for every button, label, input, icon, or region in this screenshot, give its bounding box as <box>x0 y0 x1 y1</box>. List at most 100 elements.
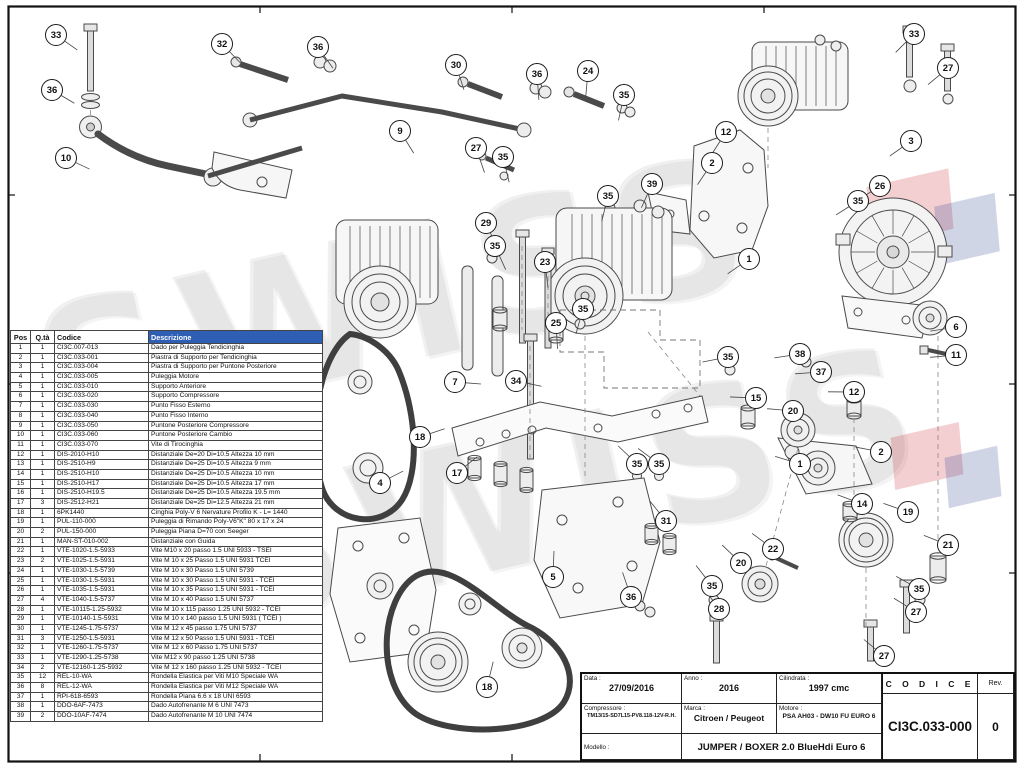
qty-cell: 1 <box>30 381 55 393</box>
pos-cell: 4 <box>10 372 31 383</box>
description-cell: Punto Fisso Interno <box>148 410 323 422</box>
pos-cell: 15 <box>10 478 31 490</box>
pos-cell: 13 <box>10 459 31 470</box>
right-bottom-cluster <box>634 500 947 664</box>
qty-cell: 2 <box>30 527 55 538</box>
parts-table-header-row: Pos Q.tà Codice Descrizione <box>10 330 323 344</box>
pos-cell: 27 <box>10 594 31 606</box>
code-cell: MAN-ST-010-002 <box>54 536 149 548</box>
code-cell: REL-12-WA <box>54 682 149 693</box>
displacement-label: Cilindrata : <box>779 675 810 682</box>
qty-cell: 1 <box>30 449 55 461</box>
description-cell: Vite M 12 x 45 passo 1.75 UNI 5737 <box>148 623 323 635</box>
description-cell: Distanziale con Guida <box>148 536 323 548</box>
pos-cell: 31 <box>10 633 31 645</box>
date-label: Data : <box>584 675 601 682</box>
top-left-linkage <box>79 23 293 199</box>
description-cell: Distanziale De=25 Di=10.5 Altezza 10 mm <box>148 468 323 480</box>
titleblock-date-cell: Data : 27/09/2016 <box>582 674 682 704</box>
pos-cell: 11 <box>10 439 31 451</box>
compressor-value: TM13/15-SD7L15-PV8.118-12V-R.H. <box>587 713 676 719</box>
qty-cell: 1 <box>30 439 55 451</box>
pos-cell: 24 <box>10 565 31 577</box>
description-cell: Dado Autofrenante M 6 UNI 7473 <box>148 701 323 713</box>
description-cell: Distanziale De=25 Di=10.5 Altezza 19.5 m… <box>148 488 323 499</box>
pos-cell: 39 <box>10 711 31 722</box>
code-cell: CI3C.007-013 <box>54 343 149 354</box>
pos-cell: 25 <box>10 575 31 587</box>
code-cell: DIS-2010-H10 <box>54 449 149 461</box>
qty-cell: 1 <box>30 604 55 616</box>
qty-cell: 1 <box>30 488 55 499</box>
pos-cell: 14 <box>10 468 31 480</box>
qty-cell: 1 <box>30 623 55 635</box>
alternator <box>800 197 961 382</box>
qty-cell: 2 <box>30 556 55 567</box>
tensioner-assembly <box>724 364 873 495</box>
code-cell: PUL-150-000 <box>54 527 149 538</box>
code-cell: CI3C.033-001 <box>54 352 149 364</box>
qty-cell: 1 <box>30 517 55 529</box>
displacement-value: 1997 cmc <box>808 683 850 693</box>
upper-rods <box>207 55 532 179</box>
description-cell: Vite M 10 x 140 passo 1.5 UNI 5931 ( TCE… <box>148 614 323 625</box>
description-cell: Supporto Anteriore <box>148 381 323 393</box>
description-cell: Distanziale De=20 Di=10.5 Altezza 10 mm <box>148 449 323 461</box>
pos-cell: 19 <box>10 517 31 529</box>
pos-cell: 9 <box>10 420 31 432</box>
pos-cell: 32 <box>10 643 31 654</box>
pos-cell: 5 <box>10 381 31 393</box>
description-cell: Vite di Tirocinghia <box>148 439 323 451</box>
pos-cell: 3 <box>10 362 31 374</box>
col-header-codice: Codice <box>54 330 149 344</box>
pos-cell: 18 <box>10 507 31 519</box>
qty-cell: 2 <box>30 662 55 674</box>
engine-value: PSA AH03 - DW10 FU EURO 6 <box>782 713 876 720</box>
code-cell: DDO-6AF-7473 <box>54 701 149 713</box>
pos-cell: 26 <box>10 585 31 596</box>
code-cell: CI3C.033-005 <box>54 372 149 383</box>
pos-cell: 22 <box>10 546 31 558</box>
qty-cell: 1 <box>30 507 55 519</box>
pos-cell: 1 <box>10 343 31 354</box>
code-cell: DIS-2510-H9 <box>54 459 149 470</box>
code-cell: CI3C.033-050 <box>54 420 149 432</box>
description-cell: Piastra di Supporto per Puntone Posterio… <box>148 362 323 374</box>
pos-cell: 29 <box>10 614 31 625</box>
code-cell: DIS-2510-H19.5 <box>54 488 149 499</box>
top-right-bolts <box>902 25 955 105</box>
code-cell: RPI-618-6593 <box>54 691 149 703</box>
description-cell: Vite M 10 x 30 Passo 1.5 UNI 5739 <box>148 565 323 577</box>
code-cell: CI3C.033-040 <box>54 410 149 422</box>
qty-cell: 4 <box>30 594 55 606</box>
col-header-descrizione: Descrizione <box>148 330 323 344</box>
code-cell: VTE-12160-1.25-5932 <box>54 662 149 674</box>
pos-cell: 10 <box>10 430 31 441</box>
description-cell: Vite M10 x 20 passo 1.5 UNI 5933 - TSEI <box>148 546 323 558</box>
title-block: Data : 27/09/2016 Anno : 2016 Cilindrata… <box>580 672 1016 762</box>
pos-cell: 2 <box>10 352 31 364</box>
description-cell: Dado Autofrenante M 10 UNI 7474 <box>148 711 323 722</box>
pos-cell: 30 <box>10 623 31 635</box>
qty-cell: 1 <box>30 352 55 364</box>
qty-cell: 1 <box>30 614 55 625</box>
code-cell: 6PK1440 <box>54 507 149 519</box>
code-cell: VTE-1245-1.75-5737 <box>54 623 149 635</box>
code-cell: VTE-10140-1.5-5931 <box>54 614 149 625</box>
pos-cell: 6 <box>10 391 31 403</box>
code-cell: CI3C.033-070 <box>54 439 149 451</box>
rev-value: 0 <box>978 694 1014 760</box>
description-cell: Vite M 12 x 60 Passo 1.75 UNI 5737 <box>148 643 323 654</box>
